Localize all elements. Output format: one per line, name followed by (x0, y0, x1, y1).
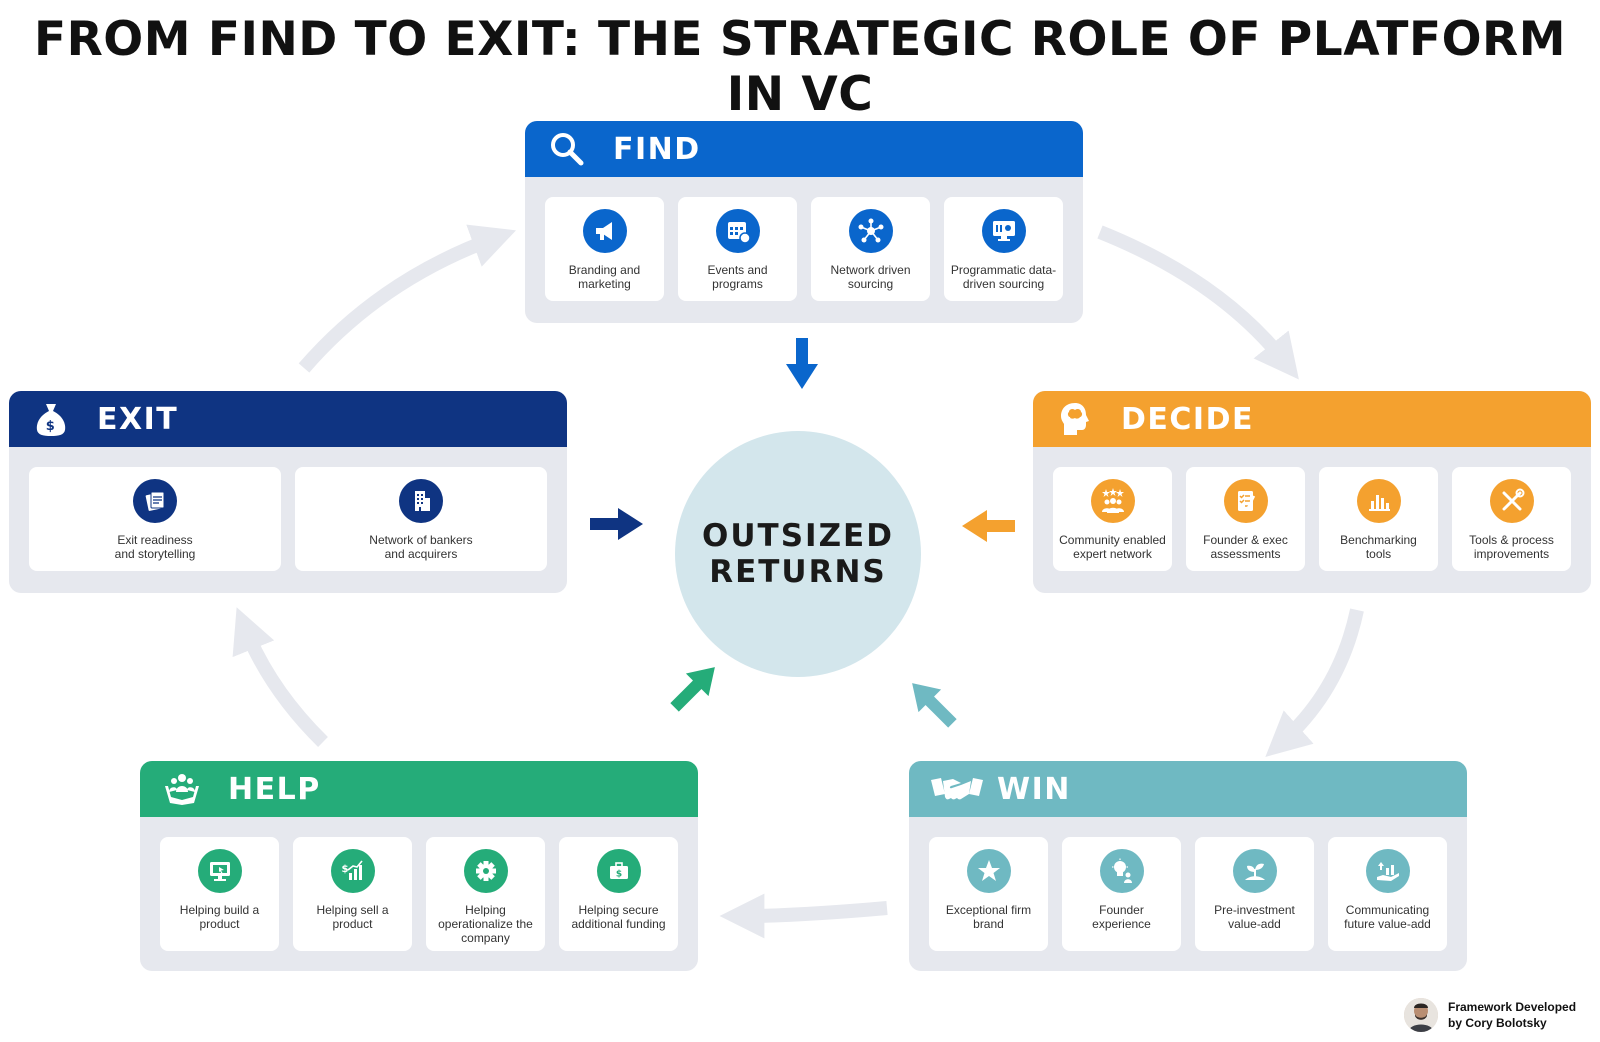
svg-text:$: $ (615, 870, 621, 880)
card-label: Helping build a product (179, 903, 260, 931)
tools-icon (1489, 479, 1534, 523)
card-tools-process: Tools & process improvements (1452, 467, 1571, 571)
card-founder-experience: Founder experience (1062, 837, 1181, 951)
card-network-bankers: Network of bankers and acquirers (295, 467, 547, 571)
card-label: Founder & exec assessments (1203, 533, 1288, 561)
stage-title: FIND (613, 131, 701, 167)
card-label: Communicating future value-add (1344, 903, 1431, 931)
cycle-arrow-win-to-help (719, 893, 888, 939)
card-future-value-add: Communicating future value-add (1328, 837, 1447, 951)
card-pre-investment: Pre-investment value-add (1195, 837, 1314, 951)
documents-icon (133, 479, 177, 523)
handshake-icon (931, 769, 983, 809)
arrow-win-to-center (912, 683, 957, 728)
arrow-decide-to-center (962, 510, 1015, 542)
cycle-arrow-decide-to-win (1265, 608, 1364, 757)
card-label: Founder experience (1092, 903, 1151, 931)
stage-exit: $ EXIT Exit readiness and storytelling N… (9, 391, 567, 593)
stage-win-header: WIN (909, 761, 1467, 817)
screen-build-icon (197, 849, 242, 893)
card-firm-brand: Exceptional firm brand (929, 837, 1048, 951)
stage-win: WIN Exceptional firm brand Founder exper… (909, 761, 1467, 971)
card-network-sourcing: Network driven sourcing (811, 197, 930, 301)
cycle-arrow-find-to-decide (1097, 225, 1299, 380)
card-label: Pre-investment value-add (1214, 903, 1295, 931)
monitor-data-icon (981, 209, 1026, 253)
card-label: Exceptional firm brand (945, 903, 1032, 931)
cycle-arrow-exit-to-find (298, 224, 517, 373)
stage-help: HELP Helping build a product $ Helping s… (140, 761, 698, 971)
card-exit-readiness: Exit readiness and storytelling (29, 467, 281, 571)
card-label: Helping sell a product (316, 903, 389, 931)
growth-hand-icon (1365, 849, 1410, 893)
card-founder-assessments: Founder & exec assessments (1186, 467, 1305, 571)
arrow-help-to-center (670, 667, 715, 712)
stage-title: DECIDE (1121, 401, 1254, 437)
community-icon (1090, 479, 1135, 523)
card-community-expert: Community enabled expert network (1053, 467, 1172, 571)
arrow-exit-to-center (590, 508, 643, 540)
card-label: Network of bankers and acquirers (369, 533, 473, 561)
stage-decide: DECIDE Community enabled expert network … (1033, 391, 1591, 593)
card-label: Community enabled expert network (1059, 533, 1166, 561)
stage-decide-header: DECIDE (1033, 391, 1591, 447)
card-build-product: Helping build a product (160, 837, 279, 951)
gear-icon (463, 849, 508, 893)
helping-hands-icon (162, 769, 202, 809)
stage-find-header: FIND (525, 121, 1083, 177)
calendar-icon (715, 209, 760, 253)
money-bag-icon: $ (31, 399, 71, 439)
card-label: Exit readiness and storytelling (114, 533, 196, 561)
bar-chart-icon (1356, 479, 1401, 523)
card-sell-product: $ Helping sell a product (293, 837, 412, 951)
card-operationalize: Helping operationalize the company (426, 837, 545, 951)
stage-exit-header: $ EXIT (9, 391, 567, 447)
plant-icon (1232, 849, 1277, 893)
sales-chart-icon: $ (330, 849, 375, 893)
stage-title: HELP (228, 771, 321, 807)
card-events-programs: Events and programs (678, 197, 797, 301)
outsized-returns-circle: OUTSIZED RETURNS (675, 431, 921, 677)
megaphone-icon (582, 209, 627, 253)
card-label: Programmatic data- driven sourcing (950, 263, 1057, 291)
card-label: Events and programs (707, 263, 768, 291)
card-label: Branding and marketing (568, 263, 641, 291)
cycle-arrow-help-to-exit (232, 607, 328, 747)
card-label: Helping operationalize the company (438, 903, 533, 945)
card-programmatic-sourcing: Programmatic data- driven sourcing (944, 197, 1063, 301)
lightbulb-person-icon (1099, 849, 1144, 893)
card-benchmarking-tools: Benchmarking tools (1319, 467, 1438, 571)
stage-title: WIN (997, 771, 1071, 807)
svg-text:$: $ (341, 864, 348, 875)
author-credit: Framework Developed by Cory Bolotsky (1404, 998, 1576, 1032)
card-label: Benchmarking tools (1340, 533, 1417, 561)
arrow-find-to-center (786, 338, 818, 389)
stage-find: FIND Branding and marketing Events and p… (525, 121, 1083, 323)
credit-text: Framework Developed by Cory Bolotsky (1448, 1000, 1577, 1030)
network-icon (848, 209, 893, 253)
building-icon (399, 479, 443, 523)
checklist-icon (1223, 479, 1268, 523)
search-icon (547, 129, 587, 169)
card-label: Tools & process improvements (1469, 533, 1554, 561)
avatar (1404, 998, 1438, 1032)
svg-text:$: $ (46, 419, 57, 434)
card-secure-funding: $ Helping secure additional funding (559, 837, 678, 951)
star-icon (966, 849, 1011, 893)
head-brain-icon (1055, 399, 1095, 439)
briefcase-money-icon: $ (596, 849, 641, 893)
page-title: FROM FIND TO EXIT: THE STRATEGIC ROLE OF… (33, 12, 1566, 122)
stage-title: EXIT (97, 401, 179, 437)
stage-help-header: HELP (140, 761, 698, 817)
card-label: Helping secure additional funding (571, 903, 666, 931)
card-label: Network driven sourcing (830, 263, 911, 291)
card-branding-marketing: Branding and marketing (545, 197, 664, 301)
